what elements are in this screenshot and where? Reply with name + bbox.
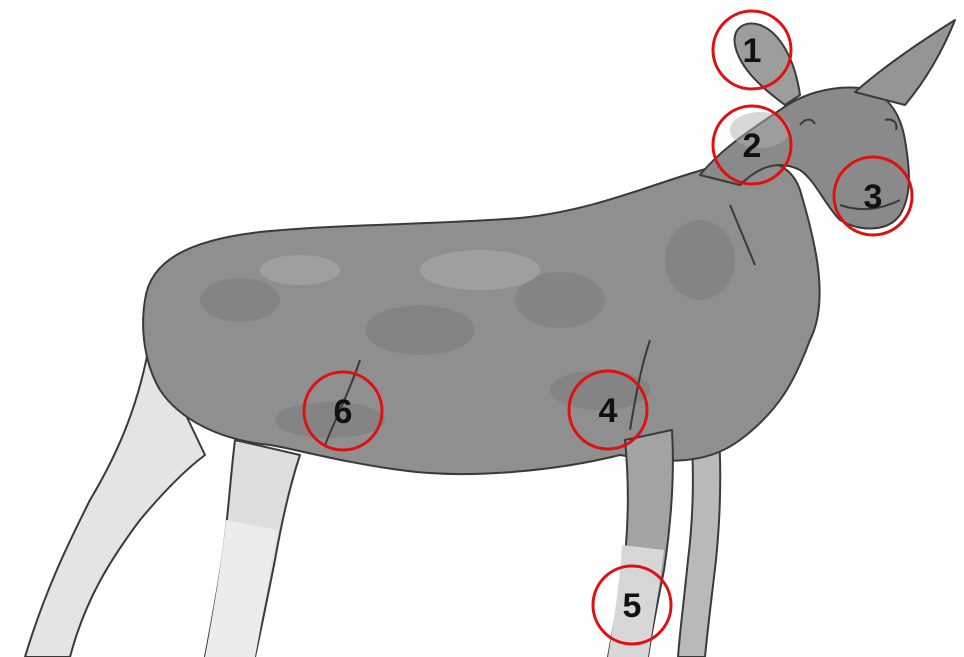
marker-label: 5	[623, 587, 642, 625]
marker-label: 2	[743, 127, 762, 165]
marker-label: 4	[599, 392, 618, 430]
marker-label: 3	[864, 178, 883, 216]
marker-label: 1	[743, 32, 762, 70]
marker-label: 6	[334, 393, 353, 431]
